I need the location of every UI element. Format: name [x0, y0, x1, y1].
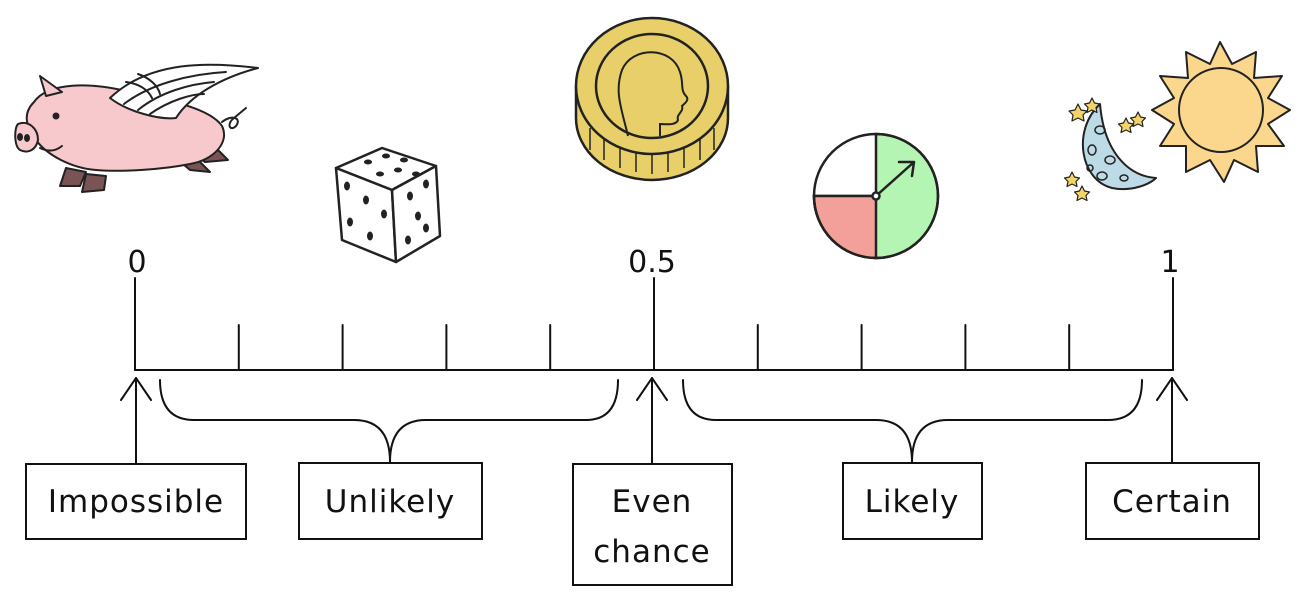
flying-pig-icon [14, 63, 259, 193]
brace-likely [682, 379, 1143, 463]
arrows [120, 377, 1188, 465]
spinner-icon [812, 132, 940, 260]
certain-label: Certain [1112, 484, 1232, 520]
tick-label-0: 0 [127, 245, 146, 280]
number-line [134, 277, 1174, 371]
impossible-box [25, 463, 247, 540]
impossible-label: Impossible [48, 484, 224, 520]
certain-box [1085, 462, 1260, 540]
even-chance-label-line2: chance [593, 534, 710, 570]
unlikely-box [298, 462, 483, 540]
coin-icon [574, 16, 730, 182]
even-chance-box [572, 463, 733, 586]
likely-label: Likely [865, 484, 960, 520]
brace-unlikely [159, 379, 619, 463]
dice-icon [334, 146, 442, 264]
arrow-impossible [120, 377, 152, 465]
tick-label-1: 1 [1160, 245, 1179, 280]
label-boxes [25, 462, 1260, 586]
arrow-certain [1156, 377, 1188, 465]
moon-and-sun-icon [1063, 41, 1291, 202]
arrow-even-chance [636, 377, 668, 465]
tick-label-half: 0.5 [628, 245, 676, 280]
even-chance-label-line1: Even [612, 484, 693, 520]
likely-box [842, 462, 983, 540]
unlikely-label: Unlikely [325, 484, 455, 520]
